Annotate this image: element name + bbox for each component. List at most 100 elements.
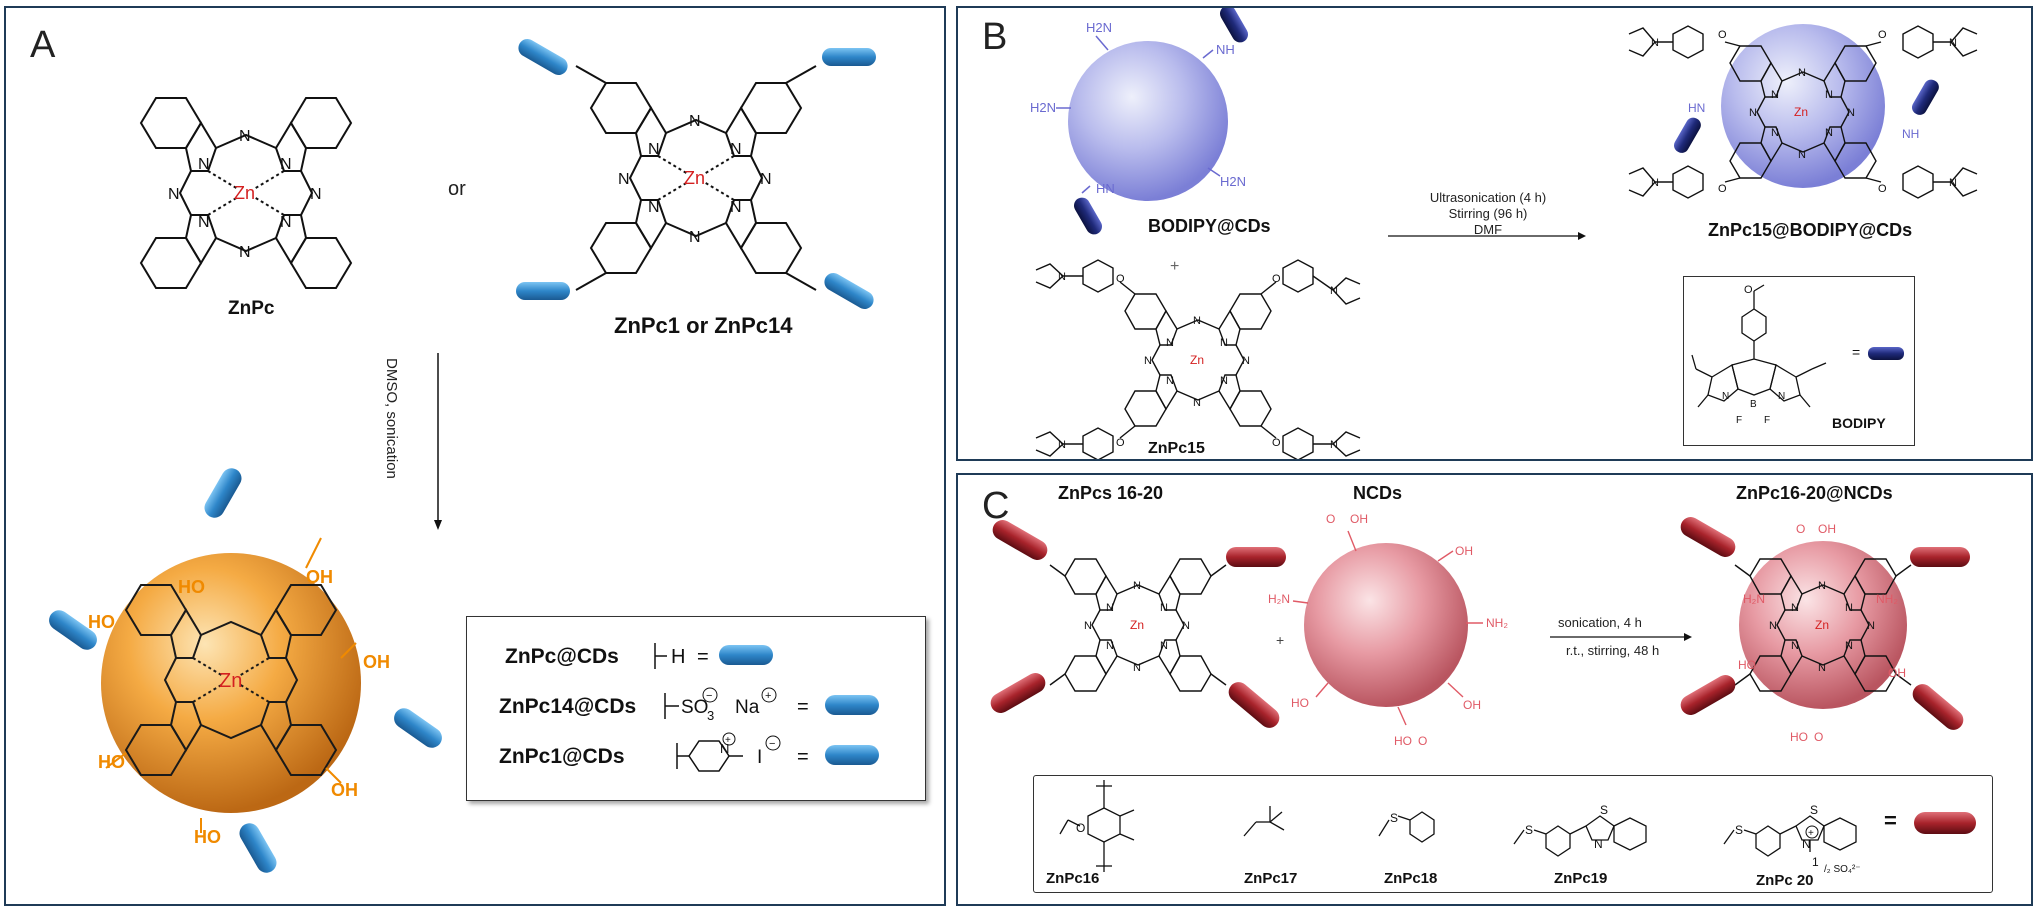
svg-text:N: N — [1106, 602, 1114, 614]
svg-text:HO: HO — [1738, 658, 1756, 672]
svg-text:Zn: Zn — [1794, 105, 1808, 119]
product-label: ZnPc16-20@NCDs — [1736, 483, 1893, 503]
blue-pill-icon — [825, 745, 879, 765]
svg-text:N: N — [1220, 337, 1228, 349]
svg-text:OH: OH — [363, 652, 390, 672]
svg-text:N: N — [280, 214, 292, 231]
svg-text:O: O — [1718, 29, 1727, 41]
svg-text:N: N — [1818, 662, 1826, 674]
legend-name: ZnPc@CDs — [505, 645, 619, 668]
svg-text:O: O — [1744, 284, 1753, 296]
svg-text:N: N — [1771, 127, 1779, 139]
panel-b: B H2N H2N H2N NH HN — [956, 6, 2033, 461]
svg-text:O: O — [1418, 734, 1427, 748]
svg-text:O: O — [1076, 821, 1085, 835]
svg-text:N: N — [1791, 602, 1799, 614]
blue-pill-icon — [719, 645, 773, 665]
svg-text:Zn: Zn — [1190, 353, 1204, 367]
svg-text:N: N — [1722, 391, 1729, 402]
svg-text:N: N — [720, 741, 729, 756]
svg-text:N: N — [1133, 662, 1141, 674]
svg-text:−: − — [706, 690, 712, 702]
product-label: ZnPc15@BODIPY@CDs — [1708, 220, 1913, 240]
svg-text:HO: HO — [1790, 730, 1808, 744]
svg-text:HO: HO — [88, 612, 115, 632]
svg-text:S: S — [1390, 811, 1398, 825]
svg-text:3: 3 — [707, 708, 714, 723]
legend-name: ZnPc1@CDs — [499, 745, 625, 768]
svg-text:S: S — [1525, 823, 1533, 837]
svg-text:N: N — [1193, 397, 1201, 409]
bodipy-label: BODIPY — [1832, 415, 1886, 431]
red-pill-icon — [1910, 547, 1970, 567]
svg-text:=: = — [797, 746, 809, 768]
svg-text:N: N — [1651, 37, 1659, 49]
svg-text:OH: OH — [1455, 544, 1473, 558]
svg-text:/₂ SO₄²⁻: /₂ SO₄²⁻ — [1824, 864, 1861, 875]
svg-text:N: N — [1166, 337, 1174, 349]
svg-text:N: N — [1084, 620, 1092, 632]
svg-text:N: N — [1847, 107, 1855, 119]
condition-line: Ultrasonication (4 h) — [1429, 190, 1547, 205]
svg-text:N: N — [1133, 580, 1141, 592]
svg-text:N: N — [1058, 271, 1066, 283]
znpc-cd-product: Zn HO HO HO OH OH HO OH — [49, 468, 442, 873]
condition-line: DMF — [1473, 222, 1503, 237]
znpc-label: ZnPc — [228, 298, 275, 319]
svg-text:Zn: Zn — [219, 670, 242, 692]
svg-text:=: = — [1884, 808, 1897, 833]
svg-text:N: N — [1867, 620, 1875, 632]
red-pill-icon — [1914, 812, 1976, 834]
navy-pill-icon — [1912, 79, 1939, 115]
svg-text:NH₂: NH₂ — [1486, 616, 1508, 630]
svg-text:NH: NH — [1902, 127, 1919, 141]
svg-text:NH: NH — [1216, 42, 1235, 57]
svg-text:N: N — [1193, 315, 1201, 327]
substituent-label: ZnPc19 — [1554, 870, 1608, 887]
svg-text:Zn: Zn — [1130, 618, 1144, 632]
svg-text:Na: Na — [735, 697, 760, 718]
condition-line: r.t., stirring, 48 h — [1566, 643, 1660, 658]
svg-text:N: N — [1949, 37, 1957, 49]
svg-text:N: N — [1220, 375, 1228, 387]
svg-text:S: S — [1810, 803, 1818, 817]
svg-text:N: N — [1160, 602, 1168, 614]
svg-text:N: N — [1144, 355, 1152, 367]
panel-letter-a: A — [30, 24, 56, 66]
svg-text:N: N — [1330, 439, 1338, 451]
condition-line: Stirring (96 h) — [1448, 206, 1528, 221]
navy-pill-icon — [1673, 117, 1701, 153]
svg-text:N: N — [1330, 285, 1338, 297]
svg-text:HO: HO — [1291, 696, 1309, 710]
svg-text:N: N — [168, 186, 180, 203]
svg-text:N: N — [198, 214, 210, 231]
svg-text:N: N — [1791, 640, 1799, 652]
svg-text:H₂N: H₂N — [1268, 592, 1290, 606]
svg-text:N: N — [1242, 355, 1250, 367]
blue-pill-icon — [825, 695, 879, 715]
svg-text:+: + — [725, 735, 731, 746]
svg-text:N: N — [198, 156, 210, 173]
svg-text:N: N — [1182, 620, 1190, 632]
red-pill-icon — [1912, 684, 1964, 730]
svg-text:OH: OH — [1350, 512, 1368, 526]
or-label: or — [448, 178, 466, 200]
svg-text:Zn: Zn — [1815, 618, 1829, 632]
znpcs-label: ZnPcs 16-20 — [1058, 483, 1164, 503]
svg-text:N: N — [689, 113, 701, 130]
svg-text:N: N — [1106, 640, 1114, 652]
red-pill-icon — [1228, 682, 1280, 728]
svg-text:H: H — [671, 646, 685, 668]
svg-text:OH: OH — [331, 780, 358, 800]
svg-text:−: − — [769, 738, 775, 750]
substituent-label: ZnPc18 — [1384, 870, 1438, 887]
svg-text:O: O — [1796, 522, 1805, 536]
blue-pill-icon — [518, 39, 568, 75]
svg-text:+: + — [765, 690, 771, 702]
substituent-label: ZnPc 20 — [1756, 872, 1814, 889]
